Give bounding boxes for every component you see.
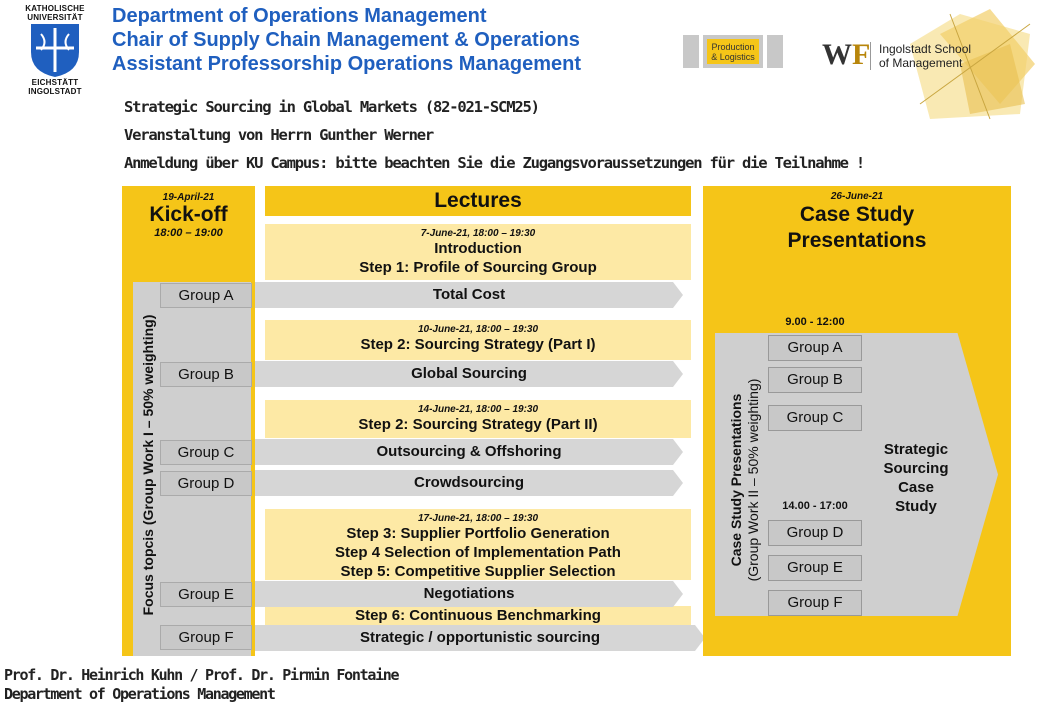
case-study-outcome-text: Strategic Sourcing Case Study: [866, 440, 966, 516]
logo-text-bottom-2: INGOLSTADT: [28, 87, 82, 96]
dept-line-3: Assistant Professorship Operations Manag…: [112, 53, 582, 75]
lectures-header: Lectures: [265, 186, 691, 216]
outcome-line: Study: [895, 498, 937, 515]
dept-line-1: Department of Operations Management: [112, 5, 487, 27]
school-name-line-2: of Management: [879, 56, 963, 70]
session-date: 7-June-21, 18:00 – 19:30: [420, 228, 536, 239]
footer-department: Department of Operations Management: [4, 685, 276, 703]
session-line: Step 3: Supplier Portfolio Generation: [346, 525, 610, 542]
topic-group-e: Group E: [160, 582, 252, 607]
cs-group-e: Group E: [768, 555, 862, 581]
lecture-session-2: 10-June-21, 18:00 – 19:30 Step 2: Sourci…: [265, 320, 691, 360]
case-study-side-label-2: (Group Work II – 50% weighting): [745, 378, 761, 582]
case-study-side-label: Case Study Presentations (Group Work II …: [722, 350, 768, 610]
topic-arrow-d: Crowdsourcing: [255, 470, 683, 496]
logo-text-top-2: UNIVERSITÄT: [27, 13, 83, 22]
session-line: Step 6: Continuous Benchmarking: [355, 607, 601, 624]
dept-line-2: Chair of Supply Chain Management & Opera…: [112, 29, 580, 51]
logo-text-bottom-1: EICHSTÄTT: [31, 78, 79, 87]
registration-note: Anmeldung über KU Campus: bitte beachten…: [124, 154, 865, 172]
university-crest-icon: [31, 24, 79, 77]
topic-arrow-b: Global Sourcing: [255, 361, 683, 387]
slot-morning: 9.00 - 12:00: [785, 316, 845, 328]
session-line: Step 2: Sourcing Strategy (Part II): [358, 416, 598, 433]
topic-group-c: Group C: [160, 440, 252, 465]
ingolstadt-school-name: Ingolstadt School of Management: [870, 42, 971, 70]
topic-arrow-f: Strategic / opportunistic sourcing: [255, 625, 705, 651]
pl-logo-line-1: Production: [711, 41, 755, 52]
cs-group-b: Group B: [768, 367, 862, 393]
case-study-date: 26-June-21: [830, 191, 884, 202]
topic-arrow-c: Outsourcing & Offshoring: [255, 439, 683, 465]
kickoff-time: 18:00 – 19:00: [154, 227, 223, 239]
kickoff-date: 19-April-21: [162, 192, 215, 203]
topic-group-f: Group F: [160, 625, 252, 650]
pl-logo-left-bar: [683, 35, 699, 68]
lecture-session-4: 17-June-21, 18:00 – 19:30 Step 3: Suppli…: [265, 509, 691, 580]
logo-text-top-1: KATHOLISCHE: [25, 4, 85, 13]
session-line: Step 5: Competitive Supplier Selection: [340, 563, 616, 580]
lecturer-line: Veranstaltung von Herrn Gunther Werner: [124, 126, 434, 144]
cs-group-c: Group C: [768, 405, 862, 431]
session-line: Step 2: Sourcing Strategy (Part I): [360, 336, 596, 353]
topic-group-d: Group D: [160, 471, 252, 496]
school-name-line-1: Ingolstadt School: [879, 42, 972, 56]
outcome-line: Strategic: [883, 441, 949, 458]
focus-topics-label-text: Focus topcis (Group Work I – 50% weighti…: [140, 314, 156, 616]
topic-group-b: Group B: [160, 362, 252, 387]
department-heading: Department of Operations Management Chai…: [112, 4, 581, 76]
case-study-side-label-1: Case Study Presentations: [728, 393, 744, 567]
university-logo: KATHOLISCHE UNIVERSITÄT EICHSTÄTT INGOLS…: [14, 4, 96, 104]
case-study-title-2: Presentations: [787, 229, 927, 252]
session-date: 14-June-21, 18:00 – 19:30: [417, 404, 539, 415]
decorative-geometric-graphic: [910, 9, 1035, 120]
case-study-title-1: Case Study: [799, 203, 915, 226]
cs-group-d: Group D: [768, 520, 862, 546]
session-line: Introduction: [434, 240, 522, 257]
topic-arrow-e: Negotiations: [255, 581, 683, 607]
outcome-line: Sourcing: [883, 460, 949, 477]
lecture-session-3: 14-June-21, 18:00 – 19:30 Step 2: Sourci…: [265, 400, 691, 438]
lecture-session-1: 7-June-21, 18:00 – 19:30 Introduction St…: [265, 224, 691, 280]
lecture-step6: Step 6: Continuous Benchmarking: [265, 606, 691, 626]
course-title: Strategic Sourcing in Global Markets (82…: [124, 98, 540, 116]
slot-afternoon: 14.00 - 17:00: [782, 500, 848, 512]
pl-logo-line-2: & Logistics: [711, 51, 755, 62]
cs-group-a: Group A: [768, 335, 862, 361]
outcome-line: Case: [898, 479, 934, 496]
pl-logo-box: Production & Logistics: [703, 35, 763, 68]
production-logistics-logo: Production & Logistics: [683, 31, 785, 73]
cs-group-f: Group F: [768, 590, 862, 616]
pl-logo-right-bar: [767, 35, 783, 68]
session-line: Step 4 Selection of Implementation Path: [335, 544, 621, 561]
kickoff-title: Kick-off: [149, 203, 228, 226]
topic-group-a: Group A: [160, 283, 252, 308]
wfi-logo: WF: [822, 38, 871, 71]
topic-arrow-a: Total Cost: [255, 282, 683, 308]
session-date: 17-June-21, 18:00 – 19:30: [417, 513, 539, 524]
session-date: 10-June-21, 18:00 – 19:30: [417, 324, 539, 335]
focus-topics-label: Focus topcis (Group Work I – 50% weighti…: [136, 300, 160, 630]
session-line: Step 1: Profile of Sourcing Group: [359, 259, 597, 276]
footer-professors: Prof. Dr. Heinrich Kuhn / Prof. Dr. Pirm…: [4, 666, 400, 684]
